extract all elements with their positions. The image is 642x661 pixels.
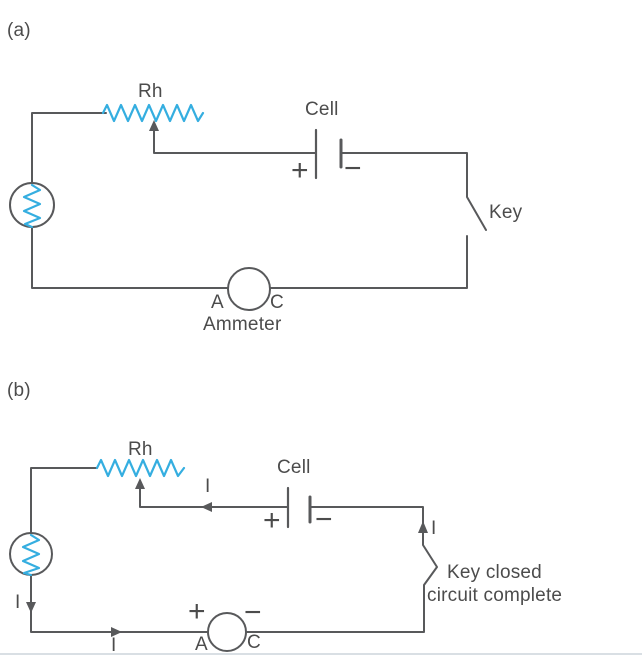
wiper-arrowhead-b <box>135 478 145 489</box>
cell-label-a: Cell <box>305 99 339 120</box>
current-arrow-right-pointing-b <box>111 627 122 637</box>
wire-main-b <box>30 467 438 633</box>
rheostat-label-b: Rh <box>128 439 153 460</box>
cell-negative-sign-a: − <box>344 152 362 185</box>
wire-main-a <box>31 112 468 289</box>
ammeter-terminal-c-label-b: C <box>247 632 261 653</box>
cell-positive-sign-b: + <box>263 504 281 537</box>
current-arrow-up-pointing-b <box>418 521 428 533</box>
current-label-right-b: I <box>431 518 437 539</box>
wire-wiper-branch-a <box>153 128 317 154</box>
rheostat-symbol-b <box>95 458 186 478</box>
current-arrow-down-pointing-b <box>26 602 36 613</box>
ammeter-positive-sign-b: + <box>188 595 206 628</box>
panel-a-label: (a) <box>7 20 31 41</box>
current-label-wiper-b: I <box>205 476 211 497</box>
key-label-a: Key <box>489 202 523 223</box>
cell-label-b: Cell <box>277 457 311 478</box>
circuit-a-diagram <box>9 103 487 311</box>
circuit-b-diagram <box>9 458 438 652</box>
wire-wiper-branch-b <box>139 486 289 508</box>
ammeter-symbol-b <box>207 612 247 652</box>
bulb-symbol-b <box>9 532 53 576</box>
ammeter-symbol-a <box>227 267 271 311</box>
ammeter-terminal-c-label-a: C <box>270 292 284 313</box>
panel-b-label: (b) <box>7 380 31 401</box>
current-label-left-b: I <box>15 592 21 613</box>
rheostat-symbol-a <box>101 103 205 123</box>
ammeter-label-a: Ammeter <box>203 314 282 335</box>
ammeter-terminal-a-label-b: A <box>195 634 208 655</box>
ammeter-terminal-a-label-a: A <box>211 292 224 313</box>
cell-positive-sign-a: + <box>291 154 309 187</box>
current-arrow-left-pointing-b <box>201 502 212 512</box>
bulb-filament-a <box>22 183 42 229</box>
key-status-line1: Key closed <box>447 562 542 583</box>
key-status-line2: circuit complete <box>427 585 563 606</box>
bottom-divider-line <box>0 653 642 655</box>
current-label-bottom-b: I <box>111 635 117 656</box>
cell-negative-sign-b: − <box>315 503 333 536</box>
wire-cell-to-key-a <box>340 152 487 231</box>
bulb-filament-b <box>21 533 41 577</box>
wiper-arrowhead-a <box>149 120 159 131</box>
rheostat-label-a: Rh <box>138 81 163 102</box>
ammeter-negative-sign-b: − <box>244 596 262 629</box>
